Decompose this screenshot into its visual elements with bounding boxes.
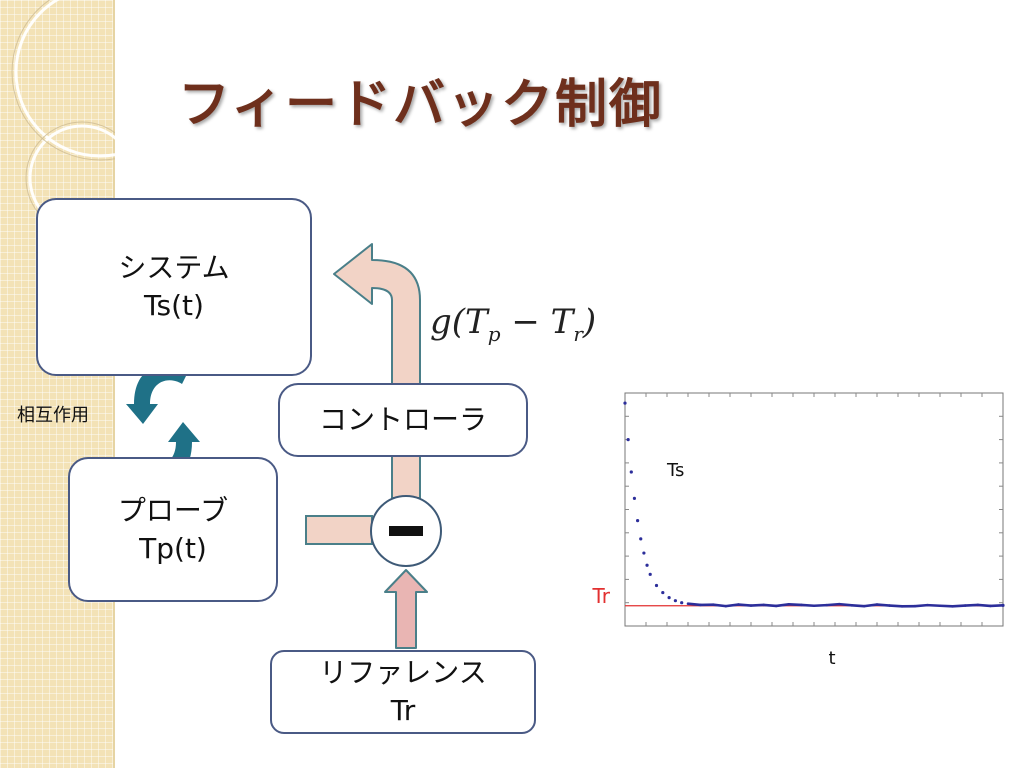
data-point bbox=[673, 599, 677, 603]
ring-large bbox=[14, 0, 115, 158]
formula-var-b: T bbox=[550, 302, 574, 342]
data-point bbox=[648, 572, 652, 576]
data-point bbox=[642, 551, 646, 555]
data-segment bbox=[825, 602, 841, 607]
controller-box: コントローラ bbox=[278, 383, 528, 457]
interaction-cycle-arrow-left bbox=[126, 366, 186, 424]
data-segment bbox=[711, 603, 728, 608]
data-segment bbox=[749, 603, 765, 607]
minus-sign-icon bbox=[389, 526, 423, 536]
system-box: システム Ts(t) bbox=[36, 198, 312, 376]
data-point bbox=[667, 596, 671, 600]
data-point bbox=[636, 519, 640, 523]
data-point bbox=[654, 583, 659, 588]
data-segment bbox=[724, 603, 740, 608]
data-point bbox=[661, 590, 665, 595]
data-segment bbox=[737, 603, 753, 607]
data-segment bbox=[875, 603, 891, 607]
probe-to-node-connector bbox=[305, 515, 373, 545]
data-segment bbox=[850, 604, 866, 608]
data-segment bbox=[686, 602, 702, 607]
system-variable: Ts(t) bbox=[144, 289, 204, 322]
slide-title: フィードバック制御 bbox=[178, 75, 663, 135]
data-segment bbox=[863, 603, 879, 608]
data-point bbox=[1001, 603, 1005, 607]
series-label-tr: Tr bbox=[592, 584, 611, 608]
plot-frame bbox=[624, 392, 1004, 627]
data-segment bbox=[812, 603, 828, 608]
controller-output-arrow bbox=[333, 243, 421, 386]
data-segment bbox=[963, 603, 980, 607]
formula-sub-a: p bbox=[487, 321, 501, 346]
controller-to-node-connector bbox=[391, 453, 421, 499]
controller-name: コントローラ bbox=[318, 403, 487, 436]
ring-large-shadow bbox=[11, 0, 115, 161]
data-point bbox=[626, 438, 630, 442]
data-segment bbox=[800, 603, 816, 608]
reference-variable: Tr bbox=[390, 694, 416, 727]
data-point bbox=[629, 470, 633, 474]
reference-box: リファレンス Tr bbox=[270, 650, 536, 734]
data-point bbox=[623, 401, 627, 405]
reference-name: リファレンス bbox=[319, 656, 487, 689]
series-label-ts: Ts bbox=[666, 460, 684, 481]
comparator-node bbox=[370, 495, 442, 567]
system-name: システム bbox=[118, 251, 230, 284]
data-segment bbox=[976, 603, 992, 608]
data-segment bbox=[913, 603, 929, 608]
data-point bbox=[639, 537, 643, 541]
data-segment bbox=[837, 602, 854, 607]
probe-box: プローブ Tp(t) bbox=[68, 457, 278, 602]
probe-variable: Tp(t) bbox=[139, 531, 207, 565]
data-segment bbox=[938, 604, 954, 608]
data-segment bbox=[888, 604, 904, 608]
data-point bbox=[680, 601, 684, 605]
formula-sub-b: r bbox=[573, 321, 583, 346]
data-segment bbox=[787, 603, 803, 607]
data-segment bbox=[762, 603, 778, 608]
x-axis-label: t bbox=[828, 648, 835, 669]
formula-var-a: T bbox=[465, 302, 488, 342]
interaction-label: 相互作用 bbox=[17, 405, 89, 426]
data-segment bbox=[774, 603, 791, 608]
data-point bbox=[632, 496, 637, 500]
data-segment bbox=[989, 604, 1005, 608]
data-point bbox=[645, 563, 649, 567]
probe-name: プローブ bbox=[117, 493, 229, 527]
data-segment bbox=[926, 603, 942, 608]
data-segment bbox=[951, 604, 967, 608]
control-formula: g(Tp − Tr) bbox=[430, 302, 597, 346]
formula-func: g bbox=[430, 302, 452, 342]
reference-input-arrow bbox=[384, 569, 428, 649]
